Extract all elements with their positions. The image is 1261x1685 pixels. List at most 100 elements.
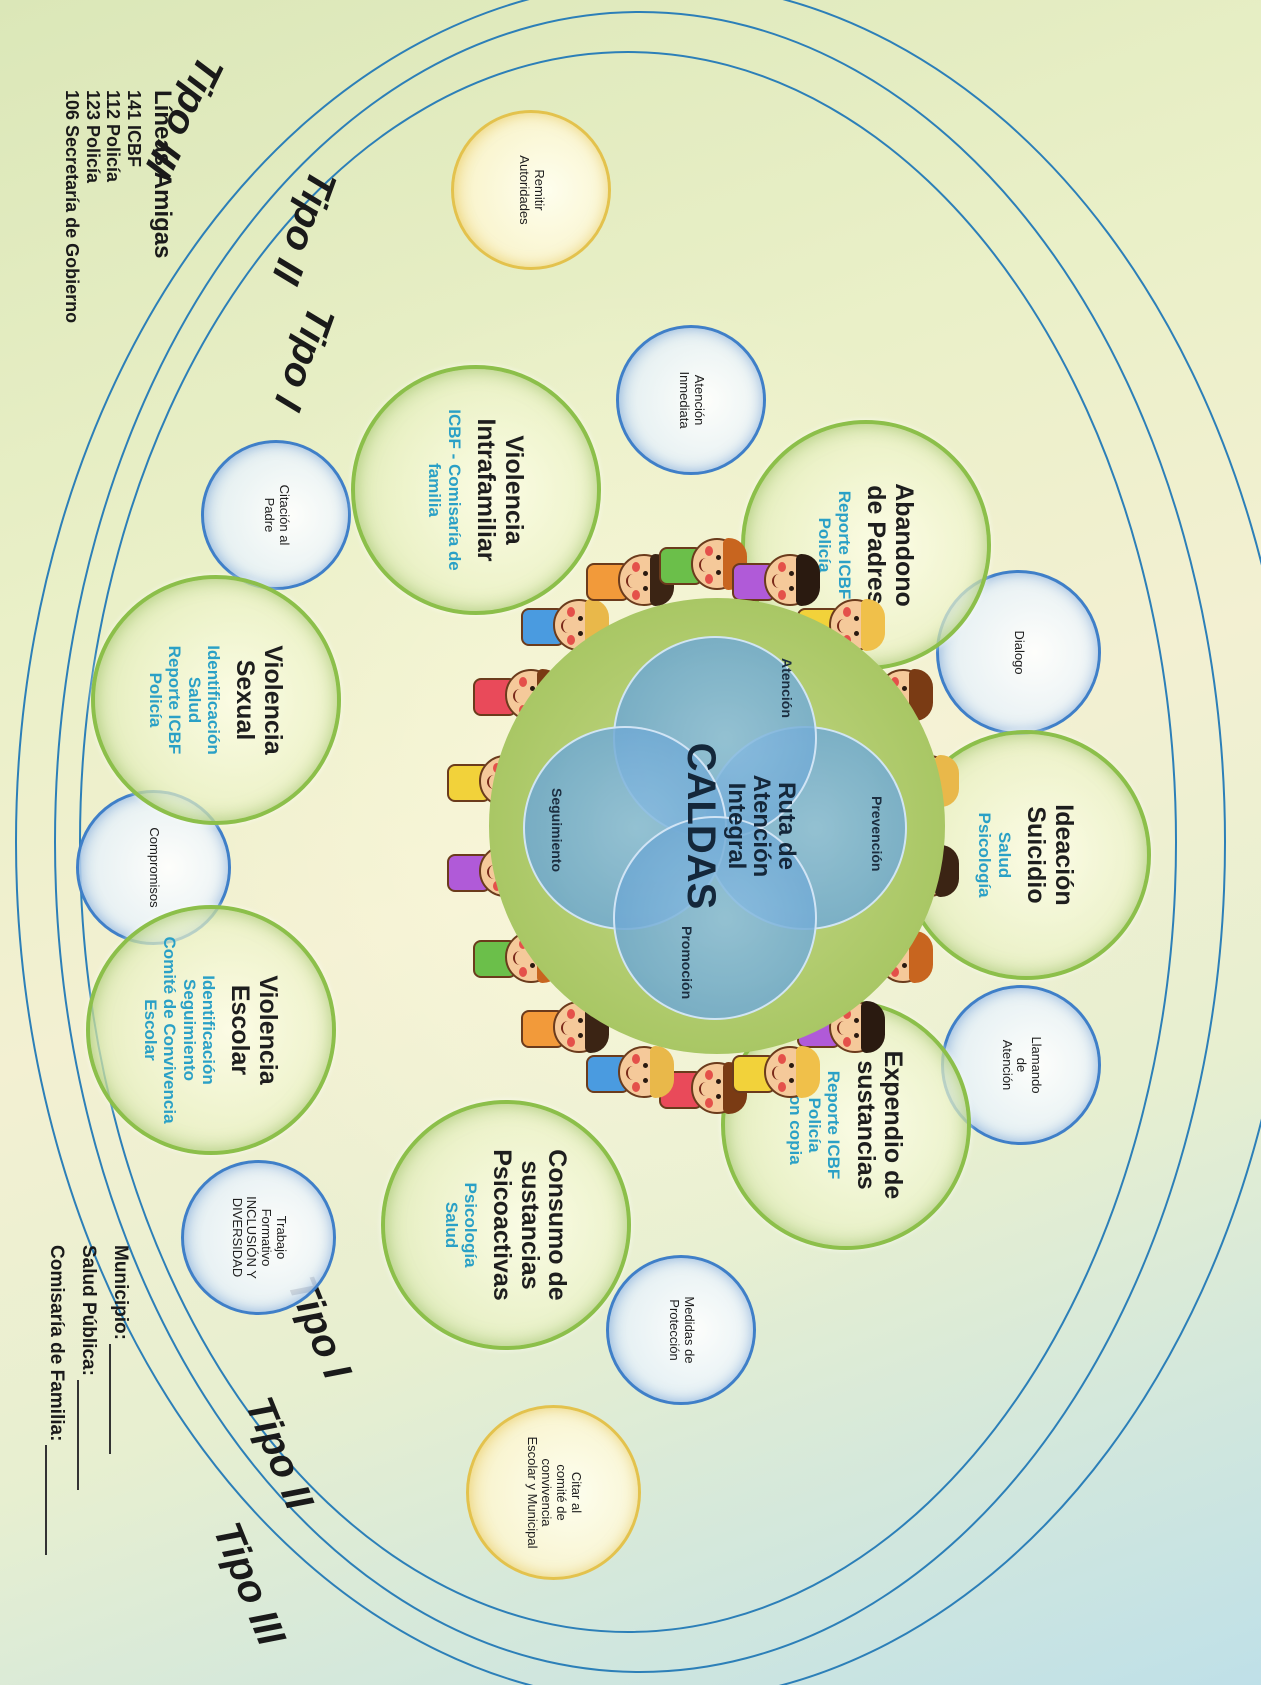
linea-item: 112 Policía bbox=[103, 90, 124, 183]
child-cheek bbox=[705, 1098, 713, 1108]
child-cheek bbox=[778, 589, 787, 600]
center-title: Ruta de Atención Integral CALDAS bbox=[679, 636, 800, 1016]
bubble-text: Medidas de Protección bbox=[667, 1296, 697, 1364]
center-place: CALDAS bbox=[679, 742, 724, 910]
child-eye bbox=[642, 1078, 648, 1084]
child-figure bbox=[617, 1046, 674, 1099]
child-hair bbox=[649, 1046, 674, 1099]
ring-tipo-ii bbox=[54, 11, 1226, 1673]
bubble-text: Compromisos bbox=[146, 827, 162, 908]
bubble-violencia-escolar: Violencia Escolar Identificación Seguimi… bbox=[86, 905, 336, 1155]
child-figure bbox=[764, 1046, 821, 1099]
child-mouth bbox=[512, 689, 521, 703]
child-cheek bbox=[518, 967, 527, 977]
bubble-subtitle: ICBF - Comisaría de familia bbox=[425, 409, 464, 571]
child-cheek bbox=[631, 1054, 640, 1065]
signature-row: Municipio: bbox=[109, 1245, 141, 1555]
child-cheek bbox=[778, 1054, 787, 1065]
bubble-violencia-intrafamiliar: Violencia Intrafamiliar ICBF - Comisaría… bbox=[351, 365, 601, 615]
bubble-text: Llamando de Atención bbox=[999, 1036, 1045, 1094]
bubble-remitir-autoridades: Remitir Autoridades bbox=[451, 110, 611, 270]
bubble-citar-comite: Citar al comité de convivencia Escolar y… bbox=[466, 1405, 641, 1580]
signature-label: Comisaría de Familia: bbox=[46, 1245, 67, 1442]
child-cheek bbox=[631, 1082, 640, 1093]
linea-item: 106 Secretaría de Gobierno bbox=[61, 90, 82, 324]
petal-label-prevencion: Prevención bbox=[869, 796, 885, 872]
bubble-title: Abandono de Padres bbox=[862, 483, 918, 607]
child-mouth bbox=[699, 1082, 707, 1096]
bubble-trabajo-formativo: Trabajo Formativo INCLUSIÓN Y DIVERSIDAD bbox=[181, 1160, 336, 1315]
bubble-subtitle: Identificación Seguimiento Comité de Con… bbox=[141, 936, 218, 1124]
child-cheek bbox=[778, 1082, 787, 1093]
child-cheek bbox=[705, 546, 713, 556]
petal-label-seguimiento: Seguimiento bbox=[549, 788, 565, 873]
child-cheek bbox=[778, 561, 787, 572]
bubble-title: Ideación Suicidio bbox=[1022, 804, 1078, 906]
center-title-line: Atención bbox=[747, 774, 775, 878]
bubble-violencia-sexual: Violencia Sexual Identificación Salud Re… bbox=[91, 575, 341, 825]
signature-row: Salud Pública: bbox=[77, 1245, 109, 1555]
child-cheek bbox=[843, 1036, 852, 1047]
bubble-text: Trabajo Formativo INCLUSIÓN Y DIVERSIDAD bbox=[229, 1196, 290, 1279]
signature-row: Comisaría de Familia: bbox=[45, 1245, 77, 1556]
bubble-title: Expendio de sustancias bbox=[851, 1050, 908, 1200]
tipo-label-bottom-3: Tipo III bbox=[204, 1516, 294, 1652]
tipo-label-top-1: Tipo I bbox=[265, 300, 343, 416]
child-mouth bbox=[560, 619, 569, 634]
signature-line bbox=[77, 1379, 99, 1490]
bubble-title: Consumo de sustancias Psicoactivas bbox=[488, 1149, 572, 1301]
child-cheek bbox=[631, 561, 640, 572]
child-mouth bbox=[837, 619, 846, 634]
child-eye bbox=[577, 616, 583, 622]
bubble-text: Remitir Autoridades bbox=[517, 155, 547, 225]
child-cheek bbox=[566, 607, 575, 618]
center-title-line: Integral bbox=[722, 782, 750, 870]
child-eye bbox=[642, 1063, 648, 1069]
child-eye bbox=[789, 585, 795, 591]
lineas-amigas: Líneas Amigas 141 ICBF 112 Policía 123 P… bbox=[61, 90, 176, 323]
child-mouth bbox=[560, 1020, 569, 1035]
linea-item: 141 ICBF bbox=[124, 90, 144, 168]
center-diagram: Prevención Atención Seguimiento Promoció… bbox=[489, 598, 945, 1054]
child-cheek bbox=[518, 677, 527, 687]
bubble-atencion-inmediata: Atención Inmediata bbox=[616, 325, 766, 475]
bubble-text: Citar al comité de convivencia Escolar y… bbox=[524, 1436, 585, 1549]
child-eye bbox=[854, 1017, 860, 1023]
signature-line bbox=[45, 1445, 67, 1556]
bubble-text: Atención Inmediata bbox=[677, 371, 707, 429]
child-eye bbox=[716, 555, 721, 560]
child-eye bbox=[789, 1078, 795, 1084]
child-mouth bbox=[772, 573, 781, 588]
bubble-subtitle: Reporte ICBF Policía bbox=[815, 490, 854, 600]
child-eye bbox=[854, 616, 860, 622]
child-eye bbox=[789, 570, 795, 576]
signature-label: Salud Pública: bbox=[78, 1245, 99, 1376]
linea-item: 123 Policía bbox=[82, 90, 103, 184]
child-mouth bbox=[699, 558, 707, 572]
child-cheek bbox=[705, 1070, 713, 1080]
bubble-citacion-padre: Citación al Padre bbox=[201, 440, 351, 590]
bubble-medidas-proteccion: Medidas de Protección bbox=[606, 1255, 756, 1405]
tipo-label-top-2: Tipo II bbox=[263, 164, 345, 290]
lineas-amigas-title: Líneas Amigas bbox=[149, 90, 176, 259]
child-mouth bbox=[625, 1066, 634, 1081]
child-cheek bbox=[566, 1036, 575, 1047]
bubble-title: Violencia Intrafamiliar bbox=[472, 418, 528, 562]
child-eye bbox=[577, 1017, 583, 1023]
tipo-label-bottom-2: Tipo II bbox=[236, 1390, 322, 1516]
center-title-line: Ruta de bbox=[773, 781, 800, 870]
bubble-text: Dialogo bbox=[1011, 630, 1027, 675]
bubble-consumo-psicoactivas: Consumo de sustancias Psicoactivas Psico… bbox=[381, 1100, 631, 1350]
bubble-subtitle: Psicología Salud bbox=[441, 1182, 480, 1268]
child-mouth bbox=[512, 951, 521, 965]
signature-label: Municipio: bbox=[110, 1245, 131, 1340]
child-eye bbox=[716, 570, 721, 575]
bubble-title: Violencia Escolar bbox=[226, 975, 282, 1085]
child-mouth bbox=[625, 573, 634, 588]
child-eye bbox=[716, 1079, 721, 1084]
signature-block: Municipio: Salud Pública: Comisaría de F… bbox=[45, 1245, 141, 1556]
child-cheek bbox=[705, 574, 713, 584]
child-eye bbox=[716, 1094, 721, 1099]
